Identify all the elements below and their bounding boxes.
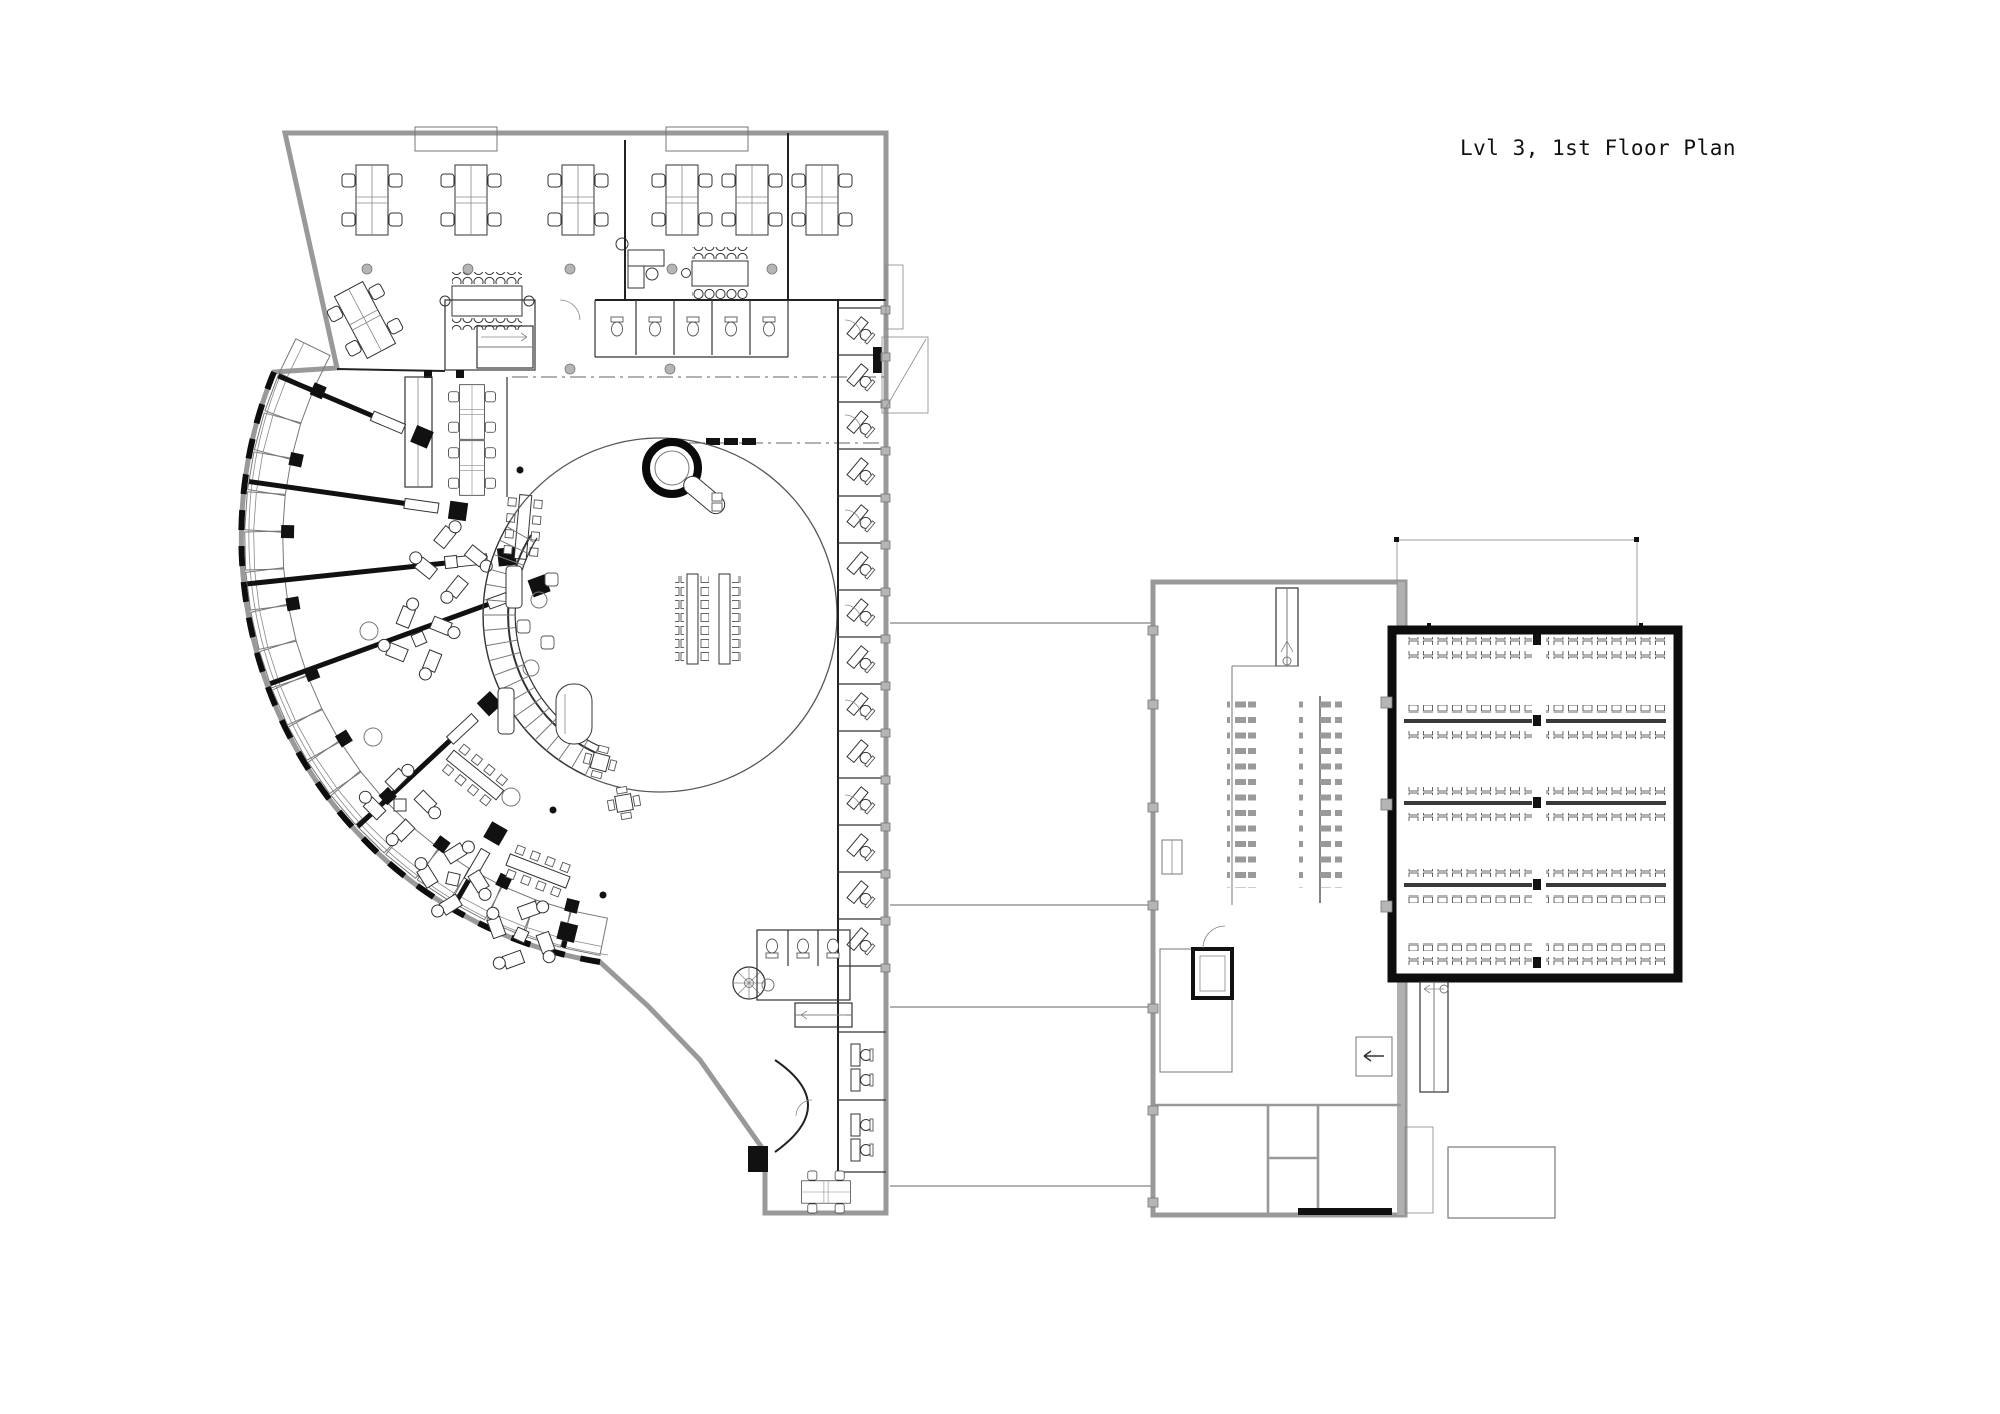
detached-pad bbox=[1447, 1146, 1556, 1219]
spiral-stair bbox=[732, 966, 766, 1000]
elevator bbox=[1191, 947, 1234, 1000]
circular-core bbox=[642, 438, 726, 515]
wall-notches bbox=[1380, 623, 1673, 930]
wall-piers bbox=[880, 305, 891, 973]
service-rooms bbox=[1153, 1103, 1401, 1215]
connector-lines bbox=[890, 622, 1153, 1187]
staircase-lower bbox=[794, 1002, 853, 1028]
facade-arc bbox=[238, 370, 601, 965]
small-office bbox=[448, 377, 508, 497]
wedge-workstations bbox=[348, 466, 607, 982]
window-strip bbox=[665, 126, 749, 152]
exit-arrow-box bbox=[1355, 1036, 1393, 1077]
washrooms bbox=[594, 300, 789, 358]
annex-outline bbox=[881, 336, 929, 414]
middle-building-outline bbox=[1150, 579, 1408, 1218]
toilet-icon bbox=[724, 316, 738, 337]
aisle-piers bbox=[1533, 634, 1541, 968]
counter bbox=[555, 683, 593, 745]
door-swings bbox=[559, 299, 862, 1117]
annex-outline bbox=[1404, 1126, 1434, 1214]
elevator-lobby bbox=[1159, 925, 1234, 1073]
toilet-icon bbox=[610, 316, 624, 337]
washrooms-lower bbox=[756, 929, 851, 1001]
annex-outline bbox=[885, 264, 904, 330]
conference-table bbox=[681, 247, 749, 300]
curved-partition bbox=[774, 1059, 809, 1153]
study-tables bbox=[675, 573, 741, 665]
toilet-icon bbox=[762, 316, 776, 337]
window-sills bbox=[706, 438, 756, 445]
atrium bbox=[482, 437, 838, 823]
corner-desk bbox=[615, 237, 665, 289]
conference-table bbox=[439, 272, 535, 330]
columns bbox=[361, 263, 778, 375]
toilet-icon bbox=[686, 316, 700, 337]
office-dividers bbox=[838, 307, 886, 967]
window-strip bbox=[414, 126, 498, 152]
hall-seating bbox=[1404, 637, 1666, 965]
elevator-core bbox=[748, 1146, 768, 1172]
staircase bbox=[444, 299, 536, 371]
right-hall bbox=[1380, 537, 1683, 1093]
open-office-wing bbox=[321, 126, 886, 378]
office-strip bbox=[837, 300, 891, 1207]
skylight-outline bbox=[1394, 537, 1639, 629]
seating-rows bbox=[1227, 696, 1342, 903]
bottom-tip bbox=[732, 929, 886, 1214]
sideboard bbox=[1161, 839, 1183, 875]
middle-building bbox=[1147, 579, 1408, 1218]
toilet-icon bbox=[648, 316, 662, 337]
plan-title: Lvl 3, 1st Floor Plan bbox=[1460, 136, 1736, 160]
lounge-furniture bbox=[497, 565, 644, 823]
left-building bbox=[238, 126, 929, 1216]
wall-piers bbox=[1147, 625, 1159, 1208]
left-arrow-icon bbox=[1363, 1050, 1384, 1062]
hall-stair bbox=[1419, 981, 1449, 1093]
